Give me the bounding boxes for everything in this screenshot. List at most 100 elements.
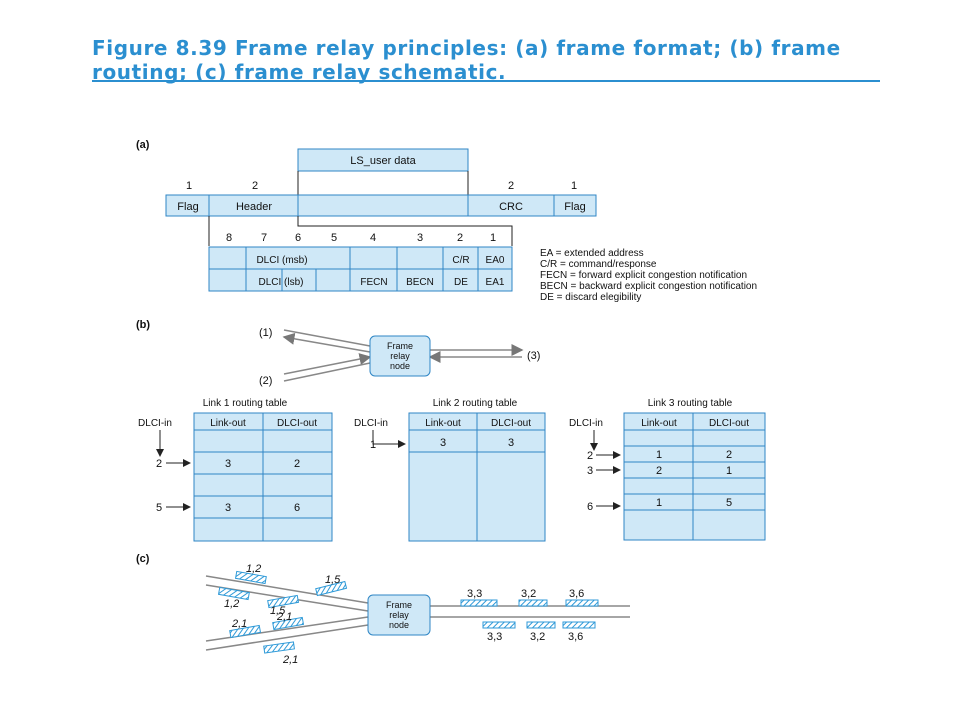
- part-b: (b) (1) (2) (3) Frame relay node Link 1 …: [136, 319, 766, 542]
- frame-row: [165, 194, 597, 217]
- frame-3-2-top: [518, 599, 548, 607]
- link-1-label: (1): [259, 327, 272, 339]
- table-1-row1-dlci: 2: [294, 458, 300, 470]
- label-2-1-b: 2,1: [276, 611, 292, 623]
- label-1-5-lower: 1,5: [270, 605, 286, 617]
- label-3-2-top: 3,2: [521, 588, 536, 600]
- table-2-row1-link: 3: [440, 437, 446, 449]
- frame-3-6-bottom: [562, 621, 596, 629]
- bit-6: 6: [295, 232, 301, 244]
- table-3-body: [623, 412, 766, 541]
- link-3-routing-table: Link 3 routing table DLCI-in Link-out DL…: [569, 398, 766, 541]
- cell-de: DE: [454, 277, 468, 288]
- cell-ea1: EA1: [486, 277, 505, 288]
- size-flag-start: 1: [186, 180, 192, 192]
- label-2-1-c: 2,1: [282, 654, 298, 666]
- ls-user-data-label: LS_user data: [350, 155, 416, 167]
- c-link-2-bottom: [205, 624, 369, 651]
- label-1-2-upper: 1,2: [246, 563, 261, 575]
- table-2-row1-dlci: 3: [508, 437, 514, 449]
- abbreviation-legend: EA = extended address C/R = command/resp…: [540, 248, 757, 303]
- legend-de: DE = discard elegibility: [540, 292, 641, 303]
- table-3-row2-link: 2: [656, 465, 662, 477]
- bit-5: 5: [331, 232, 337, 244]
- link-2-line-b: [283, 362, 371, 382]
- table-2-col-link-out: Link-out: [425, 418, 461, 429]
- part-a: (a) LS_user data 1 2 2 1 Flag Header CRC…: [136, 139, 757, 303]
- table-3-row3-link: 1: [656, 497, 662, 509]
- label-1-2-lower: 1,2: [224, 598, 239, 610]
- table-1-row2-dlci: 6: [294, 502, 300, 514]
- cell-dlci-lsb: DLCI (lsb): [258, 277, 303, 288]
- legend-cr: C/R = command/response: [540, 259, 657, 270]
- bit-3: 3: [417, 232, 423, 244]
- table-2-col-dlci-out: DLCI-out: [491, 418, 531, 429]
- label-3-3-top: 3,3: [467, 588, 482, 600]
- field-crc: CRC: [499, 201, 523, 213]
- table-3-row2-dlci: 1: [726, 465, 732, 477]
- bit-1: 1: [490, 232, 496, 244]
- frame-2-1-a: [229, 624, 262, 639]
- table-3-row1-link: 1: [656, 449, 662, 461]
- table-1-row2-link: 3: [225, 502, 231, 514]
- table-1-row1-in: 2: [156, 458, 162, 470]
- table-3-row2-in: 3: [587, 465, 593, 477]
- link-2-line-a: [283, 353, 372, 375]
- frame-relay-node-c: [367, 594, 431, 636]
- table-3-row1-dlci: 2: [726, 449, 732, 461]
- table-3-row3-in: 6: [587, 501, 593, 513]
- link-1-line-b: [282, 332, 371, 353]
- label-3-2-bottom: 3,2: [530, 631, 545, 643]
- table-3-col-link-out: Link-out: [641, 418, 677, 429]
- cell-ea0: EA0: [486, 255, 505, 266]
- ls-user-data-box: [297, 148, 469, 172]
- table-1-title: Link 1 routing table: [203, 398, 288, 409]
- frame-relay-node-b: [369, 335, 431, 377]
- frame-1-2-upper: [234, 570, 267, 585]
- link-1-line-a: [283, 329, 371, 347]
- part-a-label: (a): [136, 139, 150, 151]
- label-3-6-top: 3,6: [569, 588, 584, 600]
- node-b-line3: node: [390, 361, 410, 371]
- frame-1-2-lower: [217, 586, 250, 601]
- part-c: (c) Frame relay node 1,2 1,5 1,2: [136, 553, 630, 666]
- size-header: 2: [252, 180, 258, 192]
- table-3-title: Link 3 routing table: [648, 398, 733, 409]
- table-1-row1-link: 3: [225, 458, 231, 470]
- field-flag-end: Flag: [564, 201, 585, 213]
- frame-1-5-upper: [315, 580, 348, 597]
- link-3-label: (3): [527, 350, 540, 362]
- link-2-label: (2): [259, 375, 272, 387]
- bit-4: 4: [370, 232, 376, 244]
- field-flag-start: Flag: [177, 201, 198, 213]
- frame-1-5-lower: [267, 594, 300, 609]
- frame-3-6-top: [565, 599, 599, 607]
- label-1-5-upper: 1,5: [325, 574, 341, 586]
- legend-becn: BECN = backward explicit congestion noti…: [540, 281, 757, 292]
- table-3-row1-in: 2: [587, 450, 593, 462]
- c-link-1-top: [205, 575, 369, 604]
- legend-ea: EA = extended address: [540, 248, 644, 259]
- table-1-dlci-in-label: DLCI-in: [138, 418, 172, 429]
- table-1-row2-in: 5: [156, 502, 162, 514]
- frame-3-3-bottom: [482, 621, 516, 629]
- part-c-label: (c): [136, 553, 150, 565]
- frame-3-2-bottom: [526, 621, 556, 629]
- table-3-row3-dlci: 5: [726, 497, 732, 509]
- cell-cr: C/R: [452, 255, 469, 266]
- node-c-line1: Frame: [386, 600, 412, 610]
- cell-fecn: FECN: [360, 277, 387, 288]
- link-1-routing-table: Link 1 routing table DLCI-in Link-out DL…: [138, 398, 333, 542]
- cell-dlci-msb: DLCI (msb): [256, 255, 307, 266]
- part-b-label: (b): [136, 319, 150, 331]
- link-2-routing-table: Link 2 routing table DLCI-in 1 Link-out …: [354, 398, 546, 542]
- cell-becn: BECN: [406, 277, 434, 288]
- size-flag-end: 1: [571, 180, 577, 192]
- table-1-col-dlci-out: DLCI-out: [277, 418, 317, 429]
- table-2-title: Link 2 routing table: [433, 398, 518, 409]
- table-3-col-dlci-out: DLCI-out: [709, 418, 749, 429]
- figure-title: Figure 8.39 Frame relay principles: (a) …: [92, 36, 892, 84]
- figure-title-line1: Figure 8.39 Frame relay principles: (a) …: [92, 36, 841, 60]
- bit-8: 8: [226, 232, 232, 244]
